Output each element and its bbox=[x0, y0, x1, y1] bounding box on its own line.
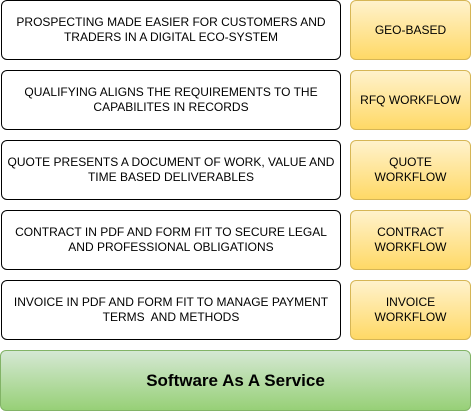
rfq-workflow-label: RFQ WORKFLOW bbox=[360, 92, 461, 107]
contract-workflow-label: CONTRACT WORKFLOW bbox=[374, 225, 447, 254]
contract-description-text: CONTRACT IN PDF AND FORM FIT TO SECURE L… bbox=[15, 225, 327, 254]
saas-foundation-box: Software As A Service bbox=[0, 350, 471, 411]
saas-foundation-label: Software As A Service bbox=[146, 371, 325, 390]
quote-workflow-label: QUOTE WORKFLOW bbox=[374, 155, 447, 184]
qualifying-description-text: QUALIFYING ALIGNS THE REQUIREMENTS TO TH… bbox=[24, 85, 318, 114]
quote-workflow-box: QUOTE WORKFLOW bbox=[350, 140, 471, 200]
qualifying-description-box: QUALIFYING ALIGNS THE REQUIREMENTS TO TH… bbox=[1, 70, 341, 130]
contract-description-box: CONTRACT IN PDF AND FORM FIT TO SECURE L… bbox=[1, 210, 341, 270]
geo-based-label: GEO-BASED bbox=[374, 22, 447, 37]
quote-description-text: QUOTE PRESENTS A DOCUMENT OF WORK, VALUE… bbox=[7, 155, 335, 184]
invoice-description-text: INVOICE IN PDF AND FORM FIT TO MANAGE PA… bbox=[13, 295, 332, 324]
invoice-description-box: INVOICE IN PDF AND FORM FIT TO MANAGE PA… bbox=[1, 280, 341, 340]
invoice-workflow-box: INVOICE WORKFLOW bbox=[350, 280, 471, 340]
quote-description-box: QUOTE PRESENTS A DOCUMENT OF WORK, VALUE… bbox=[1, 140, 341, 200]
prospecting-description-text: PROSPECTING MADE EASIER FOR CUSTOMERS AN… bbox=[16, 15, 326, 44]
contract-workflow-box: CONTRACT WORKFLOW bbox=[350, 210, 471, 270]
rfq-workflow-box: RFQ WORKFLOW bbox=[350, 70, 471, 130]
prospecting-description-box: PROSPECTING MADE EASIER FOR CUSTOMERS AN… bbox=[1, 0, 341, 60]
geo-based-box: GEO-BASED bbox=[350, 0, 471, 60]
invoice-workflow-label: INVOICE WORKFLOW bbox=[374, 295, 447, 324]
